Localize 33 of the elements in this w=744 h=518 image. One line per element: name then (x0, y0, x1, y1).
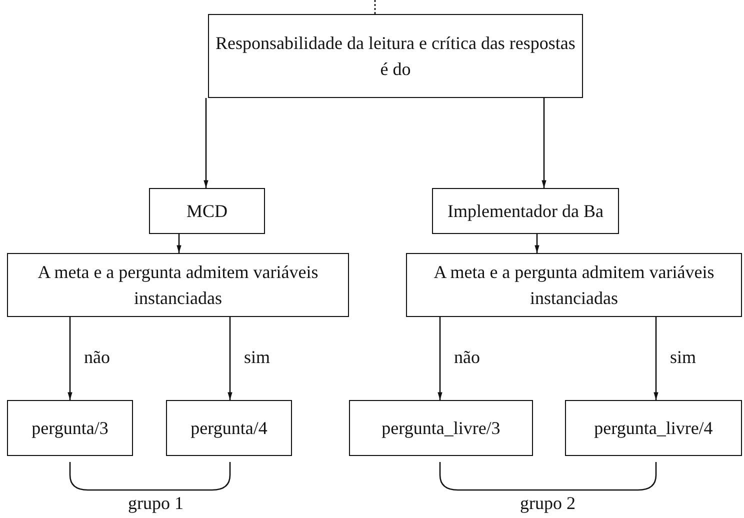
arrow (438, 317, 442, 400)
node-text: pergunta/4 (190, 417, 268, 440)
process-box (7, 253, 349, 317)
process-box (565, 400, 742, 456)
process-box (149, 188, 265, 234)
process-box (7, 400, 133, 456)
node-text: A meta e a pergunta admitem variáveis instanciadas (432, 261, 716, 310)
edge-label: sim (244, 346, 270, 368)
node-text: MCD (185, 200, 228, 223)
arrow (228, 317, 232, 400)
node-text: pergunta_livre/4 (593, 417, 714, 440)
edge-label: não (454, 346, 480, 368)
group-label: grupo 2 (520, 493, 576, 514)
node-text: pergunta/3 (30, 417, 110, 440)
arrow (176, 234, 182, 253)
process-box (406, 253, 742, 317)
edge-label: não (84, 346, 110, 368)
process-box (349, 400, 533, 456)
arrow (68, 317, 72, 400)
node-text: Responsabilidade da leitura e crítica das respostas é do (214, 32, 576, 81)
group-label: grupo 1 (128, 493, 184, 514)
node-text: pergunta_livre/3 (380, 417, 502, 440)
arrow (534, 234, 540, 253)
process-box (432, 188, 619, 234)
arrow (654, 317, 658, 400)
node-text: Implementador da Ba (446, 200, 604, 223)
process-box (166, 400, 292, 456)
edge-label: sim (670, 346, 696, 368)
arrow (542, 98, 546, 188)
node-text: A meta e a pergunta admitem variáveis instanciadas (36, 261, 320, 310)
arrow (204, 98, 208, 188)
dashed-line (374, 0, 376, 14)
process-box (208, 14, 583, 98)
